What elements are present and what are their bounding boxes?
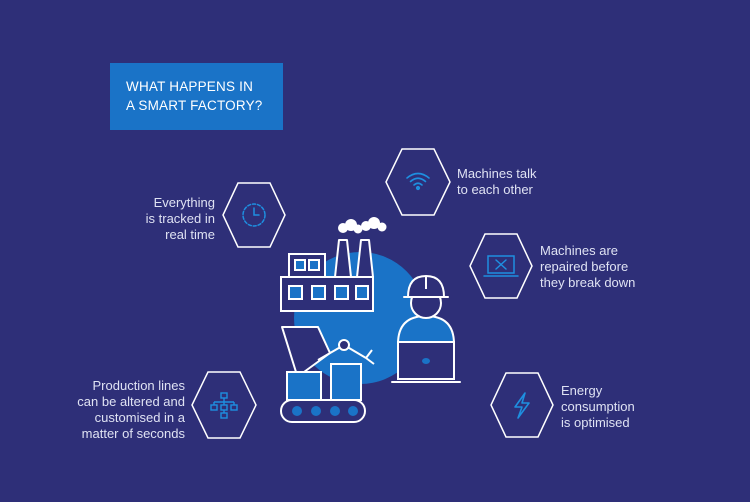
text-line: matter of seconds bbox=[81, 426, 185, 441]
text-line: Production lines bbox=[92, 378, 186, 393]
text-line: is optimised bbox=[561, 415, 630, 430]
factory-small-box bbox=[288, 253, 326, 278]
hex-laptop-tools bbox=[469, 233, 533, 299]
label-production-lines: Production lines can be altered and cust… bbox=[40, 378, 185, 442]
flowchart-icon bbox=[210, 392, 238, 419]
text-line: they break down bbox=[540, 275, 636, 290]
text-line: repaired before bbox=[540, 259, 629, 274]
title-box: WHAT HAPPENS IN A SMART FACTORY? bbox=[110, 63, 283, 130]
text-line: is tracked in bbox=[145, 211, 215, 226]
wifi-icon bbox=[406, 172, 430, 191]
laptop-icon bbox=[391, 341, 461, 383]
text-line: can be altered and bbox=[77, 394, 185, 409]
text-line: Machines talk bbox=[457, 166, 537, 181]
crate-right bbox=[330, 363, 362, 401]
title-line-1: WHAT HAPPENS IN bbox=[126, 79, 254, 94]
title-line-2: A SMART FACTORY? bbox=[126, 98, 263, 113]
label-tracked: Everything is tracked in real time bbox=[100, 195, 215, 243]
text-line: Energy bbox=[561, 383, 603, 398]
label-energy: Energy consumption is optimised bbox=[561, 383, 635, 431]
conveyor-belt bbox=[280, 399, 366, 423]
hex-wifi bbox=[385, 148, 451, 216]
hex-clock bbox=[222, 182, 286, 248]
text-line: consumption bbox=[561, 399, 635, 414]
crate-left bbox=[286, 371, 322, 401]
smoke-icon bbox=[338, 217, 387, 234]
robot-arm-icon bbox=[317, 339, 375, 365]
lightning-icon bbox=[514, 392, 530, 419]
label-repaired: Machines are repaired before they break … bbox=[540, 243, 635, 291]
clock-icon bbox=[242, 203, 266, 227]
hex-flowchart bbox=[191, 371, 257, 439]
text-line: customised in a bbox=[94, 410, 185, 425]
text-line: Everything bbox=[153, 195, 215, 210]
hopper bbox=[281, 326, 331, 373]
label-machines-talk: Machines talk to each other bbox=[457, 166, 536, 198]
hex-lightning bbox=[490, 372, 554, 438]
factory-building bbox=[280, 276, 374, 312]
text-line: Machines are bbox=[540, 243, 619, 258]
text-line: real time bbox=[165, 227, 215, 242]
worker-icon bbox=[396, 274, 456, 345]
laptop-tools-icon bbox=[483, 255, 519, 277]
text-line: to each other bbox=[457, 182, 533, 197]
